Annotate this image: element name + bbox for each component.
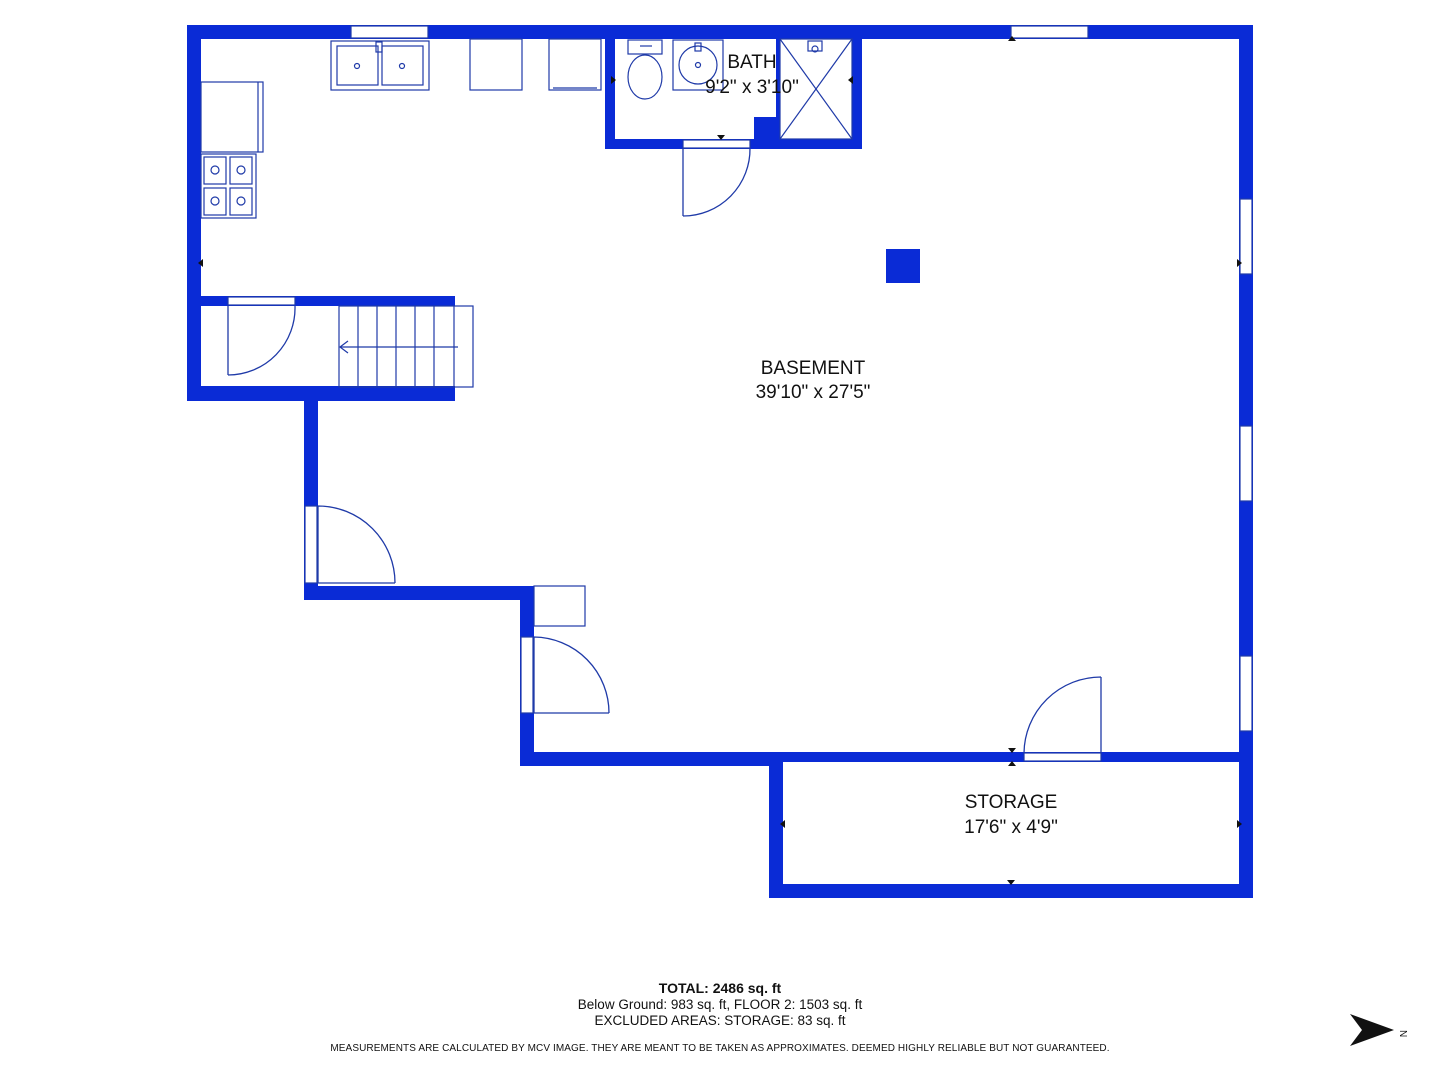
door-left-lower — [533, 636, 610, 714]
fixtures — [200, 38, 853, 627]
openings — [227, 25, 1253, 762]
doorway-left-lower — [520, 636, 534, 714]
washer-icon — [548, 38, 602, 91]
wall-step-1 — [304, 586, 534, 600]
wall-shower-left — [776, 25, 780, 149]
disclaimer: MEASUREMENTS ARE CALCULATED BY MCV IMAGE… — [330, 1043, 1110, 1054]
compass: N — [1350, 1014, 1408, 1046]
wall-bath-left — [605, 25, 615, 149]
staircase — [338, 305, 474, 388]
doors — [227, 147, 1102, 754]
doorway-bath — [682, 139, 751, 149]
total-area: TOTAL: 2486 sq. ft — [658, 980, 782, 996]
window-right-2 — [1239, 425, 1253, 502]
bath-room-dims: 9'2" x 3'10" — [705, 77, 799, 98]
doorway-left-mid — [304, 505, 318, 584]
storage-room-dims: 17'6" x 4'9" — [964, 817, 1058, 838]
doorway-storage — [1023, 752, 1102, 762]
wall-bath-right — [852, 25, 862, 149]
stove-icon — [200, 153, 257, 219]
wall-bottom-left — [520, 752, 783, 766]
window-top-right — [1010, 25, 1089, 39]
wall-storage-left — [769, 752, 783, 898]
door-left-mid — [317, 505, 396, 584]
north-arrow-icon — [1350, 1014, 1394, 1046]
wall-stair-bottom — [187, 386, 455, 401]
bath-wall-stub — [754, 117, 778, 149]
bath-room-name: BATH — [727, 52, 776, 73]
excluded-areas: EXCLUDED AREAS: STORAGE: 83 sq. ft — [594, 1013, 846, 1028]
support-column — [886, 249, 920, 283]
shower-icon — [779, 38, 853, 140]
window-top-left — [350, 25, 429, 39]
door-stair — [227, 305, 296, 376]
storage-room-name: STORAGE — [965, 792, 1058, 813]
window-right-3 — [1239, 655, 1253, 732]
basement-room-name: BASEMENT — [761, 358, 866, 379]
wall-left-upper — [187, 25, 201, 401]
doorway-stair — [227, 296, 296, 306]
basement-room-dims: 39'10" x 27'5" — [756, 382, 871, 403]
toilet-icon — [627, 39, 663, 100]
door-storage — [1023, 676, 1102, 754]
area-breakdown: Below Ground: 983 sq. ft, FLOOR 2: 1503 … — [577, 997, 863, 1012]
door-bath — [682, 147, 751, 217]
counter-icon — [200, 81, 264, 153]
wall-stair-top — [187, 296, 455, 306]
wall-basement-storage — [769, 752, 1253, 762]
appliance-icon — [469, 38, 523, 91]
walls — [187, 25, 1253, 898]
bath-sink-icon — [672, 39, 724, 91]
window-right-1 — [1239, 198, 1253, 275]
wall-storage-bottom — [769, 884, 1253, 898]
floor-plan: BATH 9'2" x 3'10" BASEMENT 39'10" x 27'5… — [187, 25, 1253, 898]
kitchen-sink-icon — [330, 40, 430, 91]
compass-label: N — [1397, 1030, 1408, 1037]
wall-top — [187, 25, 1253, 39]
dimension-markers — [198, 36, 1242, 885]
utility-box-icon — [533, 585, 586, 627]
